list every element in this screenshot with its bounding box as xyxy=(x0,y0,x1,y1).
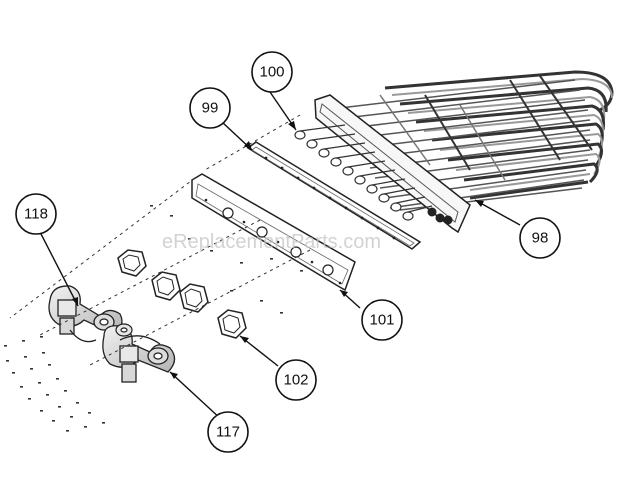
callout-label-118: 118 xyxy=(24,206,48,223)
callout-118[interactable]: 118 xyxy=(15,193,57,235)
orifice-gaskets xyxy=(117,249,247,339)
callout-circle xyxy=(519,217,561,259)
burner-upper xyxy=(48,285,123,343)
burner-assembly xyxy=(48,285,176,383)
panel xyxy=(191,173,356,292)
callout-label-100: 100 xyxy=(259,64,284,81)
callout-100[interactable]: 100 xyxy=(251,51,293,93)
leader-98 xyxy=(474,199,521,226)
callout-label-98: 98 xyxy=(532,230,549,247)
callout-102[interactable]: 102 xyxy=(275,359,317,401)
callout-label-117: 117 xyxy=(216,424,240,441)
callout-label-99: 99 xyxy=(202,100,219,117)
screws xyxy=(4,205,303,432)
callout-117[interactable]: 117 xyxy=(207,411,249,453)
leader-lines xyxy=(39,91,521,421)
watermark: eReplacementParts.com xyxy=(162,231,381,253)
callout-98[interactable]: 98 xyxy=(519,217,561,259)
callout-99[interactable]: 99 xyxy=(189,87,231,129)
leader-117 xyxy=(169,371,223,421)
inshot-tubes xyxy=(294,124,433,221)
orifice-gasket xyxy=(151,271,181,301)
callout-circle xyxy=(189,87,231,129)
callout-label-102: 102 xyxy=(283,372,308,389)
callout-circle xyxy=(275,359,317,401)
heat-exchanger-tubes xyxy=(339,70,614,211)
gasket xyxy=(246,141,422,250)
callout-circle xyxy=(15,193,57,235)
burner-lower xyxy=(102,325,176,383)
callout-circle xyxy=(207,411,249,453)
callout-circle xyxy=(251,51,293,93)
orifice-gasket xyxy=(117,249,147,277)
orifice-gasket xyxy=(179,283,209,313)
callout-circle xyxy=(361,299,403,341)
heat-exchanger xyxy=(294,70,614,234)
leader-118 xyxy=(39,231,79,307)
orifice-gasket xyxy=(217,309,247,339)
alignment-lines xyxy=(9,114,311,366)
callout-101[interactable]: 101 xyxy=(361,299,403,341)
callout-label-101: 101 xyxy=(369,312,394,329)
